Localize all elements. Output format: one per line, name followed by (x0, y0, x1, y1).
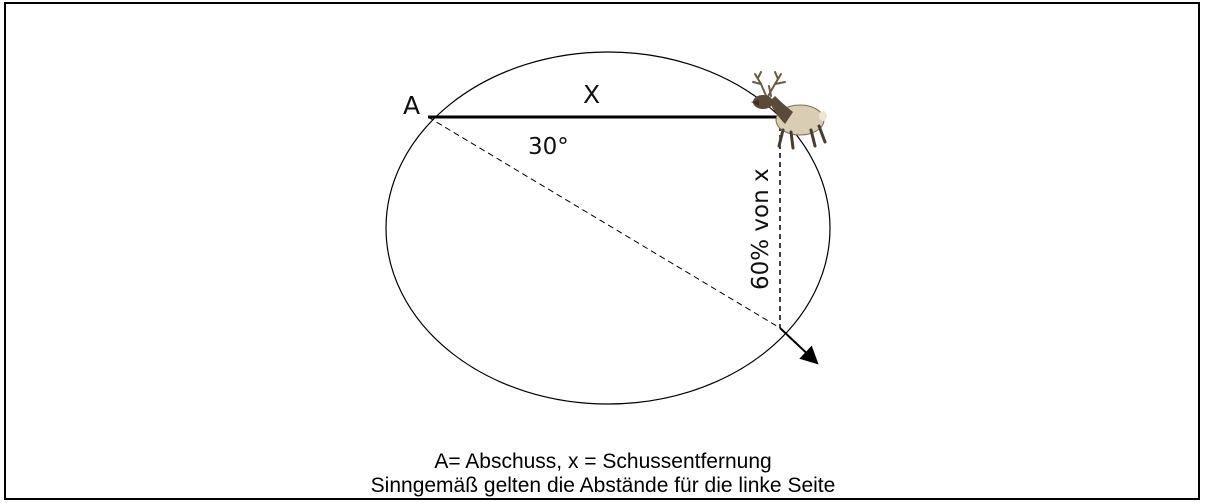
diagram-frame (4, 2, 1200, 500)
vertical-offset-label: 60% von x (748, 168, 774, 290)
direction-arrow (779, 327, 819, 365)
elk-icon (751, 71, 827, 150)
angle-line (427, 116, 781, 329)
distance-x-label: X (583, 80, 600, 109)
point-a-label: A (403, 91, 420, 120)
caption-line-1: A= Abschuss, x = Schussentfernung (434, 450, 772, 473)
angle-label: 30° (528, 134, 569, 160)
caption-line-2: Sinngemäß gelten die Abstände für die li… (370, 474, 836, 497)
range-ellipse (385, 51, 831, 405)
